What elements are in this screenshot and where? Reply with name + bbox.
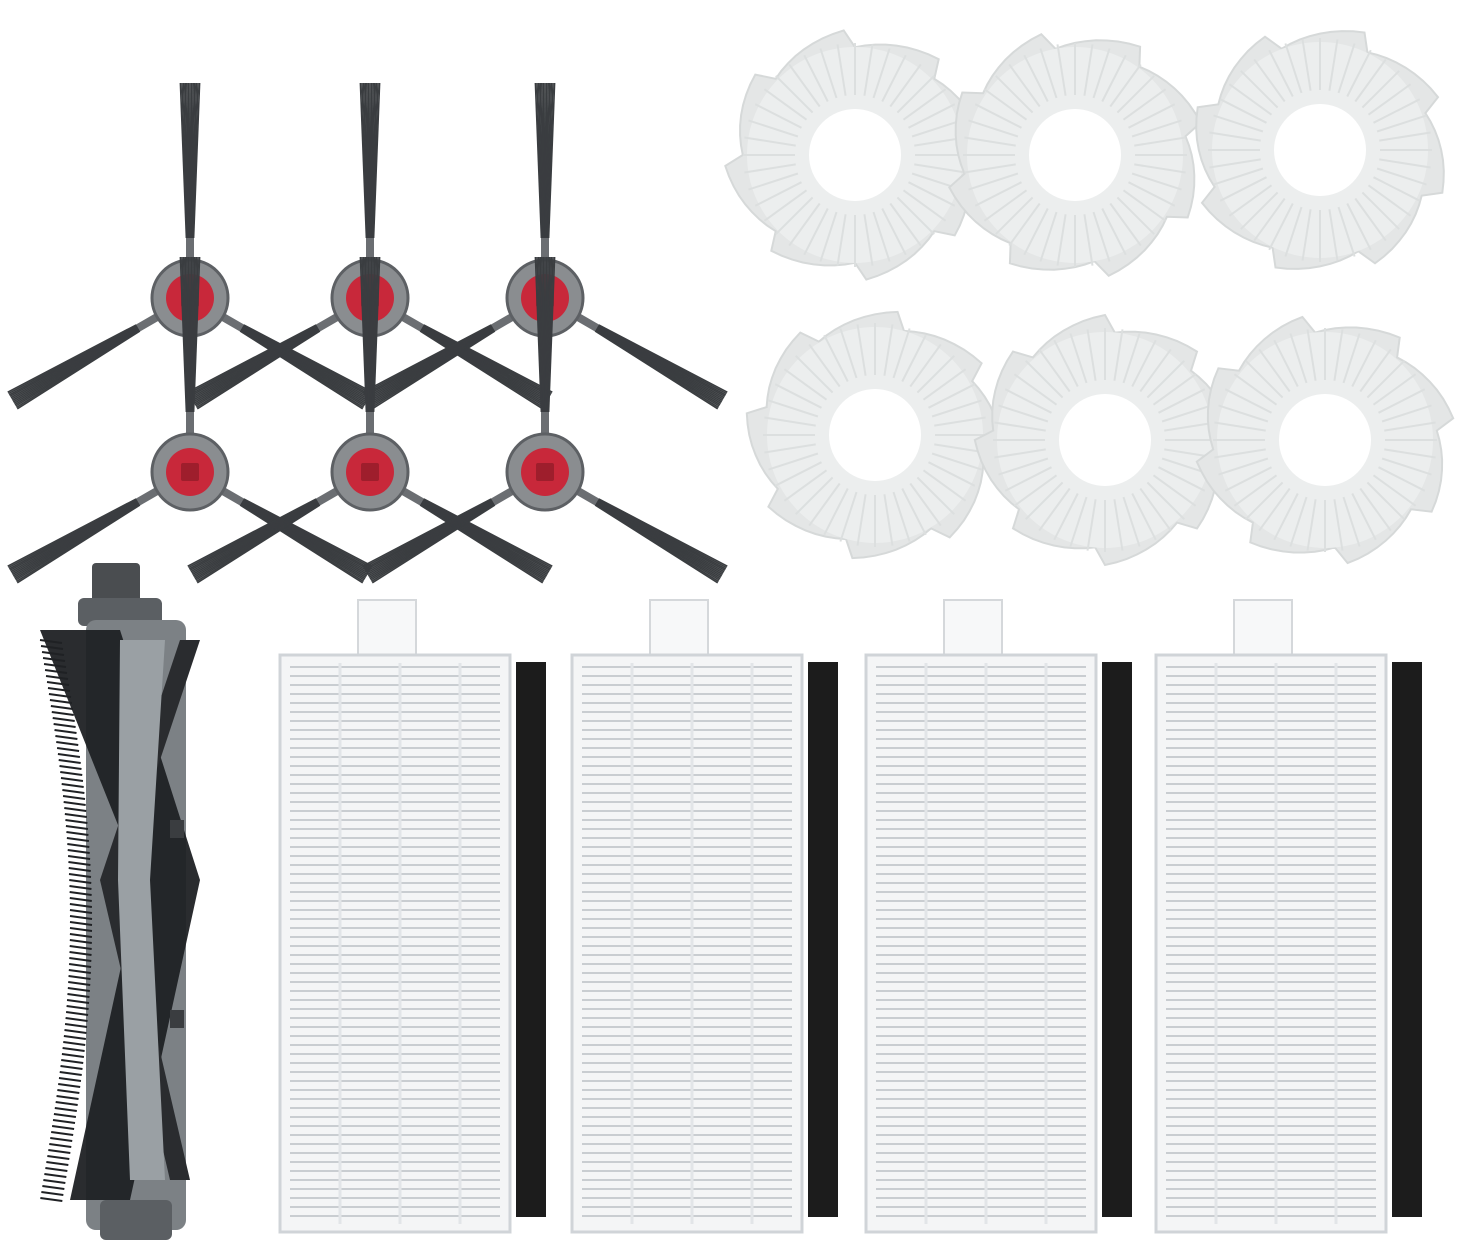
hepa-filter-icon <box>278 599 546 1234</box>
filter-sponge <box>1392 662 1422 1217</box>
mop-pad-icon <box>724 29 986 281</box>
filter-sponge <box>1102 662 1132 1217</box>
side-brush-icon <box>7 256 373 584</box>
filter-pull-tab <box>357 599 417 661</box>
mop-pad-icon <box>1195 315 1455 565</box>
side-brushes-group <box>7 82 728 584</box>
filter-sponge <box>516 662 546 1217</box>
mop-pads-group <box>724 29 1455 567</box>
mop-pad-hole <box>1274 104 1366 196</box>
filter-pull-tab <box>1233 599 1293 661</box>
mop-pad-icon <box>948 32 1202 278</box>
mop-pad-icon <box>745 310 1005 560</box>
mop-pad-hole <box>1059 394 1151 486</box>
main-roller-brush <box>39 563 200 1240</box>
side-brush-icon <box>362 256 728 584</box>
hepa-filters-group <box>278 599 1422 1234</box>
mop-pad-hole <box>809 109 901 201</box>
mop-pad-hole <box>1279 394 1371 486</box>
hepa-filter-icon <box>864 599 1132 1234</box>
mop-pad-icon <box>973 313 1237 567</box>
hepa-filter-icon <box>570 599 838 1234</box>
mop-pad-icon <box>1195 30 1445 270</box>
hepa-filter-icon <box>1154 599 1422 1234</box>
filter-sponge <box>808 662 838 1217</box>
mop-pad-hole <box>829 389 921 481</box>
side-brush-icon <box>7 82 373 410</box>
side-brush-icon <box>187 256 553 584</box>
filter-pull-tab <box>943 599 1003 661</box>
mop-pad-hole <box>1029 109 1121 201</box>
filter-pull-tab <box>649 599 709 661</box>
